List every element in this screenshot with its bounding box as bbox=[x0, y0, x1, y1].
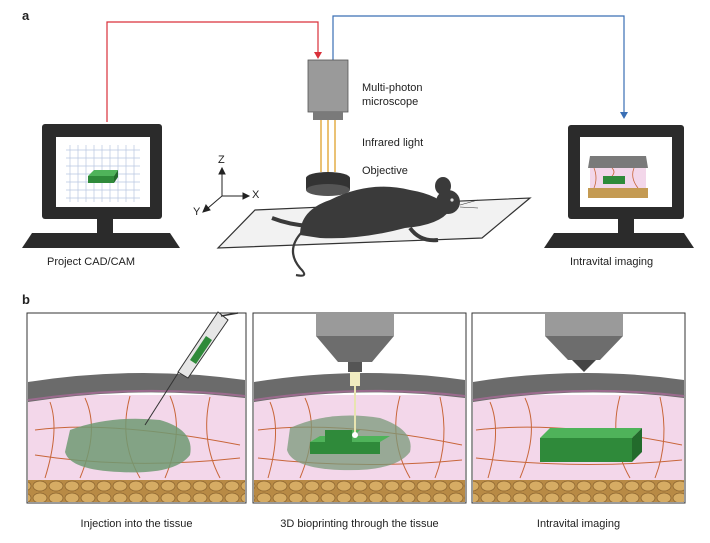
b2-caption: 3D bioprinting through the tissue bbox=[280, 518, 439, 530]
blue-connector-line bbox=[332, 15, 628, 119]
right-monitor bbox=[544, 125, 694, 248]
right-monitor-label: Intravital imaging bbox=[570, 256, 654, 268]
infrared-label: Infrared light bbox=[362, 137, 424, 149]
panel-b-letter: b bbox=[22, 292, 30, 307]
microscope-label-line2: microscope bbox=[362, 96, 419, 108]
objective-label: Objective bbox=[362, 165, 408, 177]
axis-y-label: Y bbox=[193, 206, 201, 218]
axis-x-label: X bbox=[252, 189, 260, 201]
xyz-axes bbox=[202, 166, 251, 213]
microscope bbox=[306, 59, 350, 196]
panel-a-letter: a bbox=[22, 8, 30, 23]
mouse bbox=[271, 177, 479, 277]
left-monitor-label: Project CAD/CAM bbox=[47, 256, 136, 268]
axis-z-label: Z bbox=[218, 154, 225, 166]
microscope-label-line1: Multi-photon bbox=[362, 82, 423, 94]
left-monitor bbox=[22, 124, 180, 248]
b3-caption: Intravital imaging bbox=[536, 518, 621, 530]
cad-green-block bbox=[88, 170, 118, 183]
red-connector-line bbox=[106, 21, 322, 122]
b1-caption: Injection into the tissue bbox=[80, 518, 193, 530]
